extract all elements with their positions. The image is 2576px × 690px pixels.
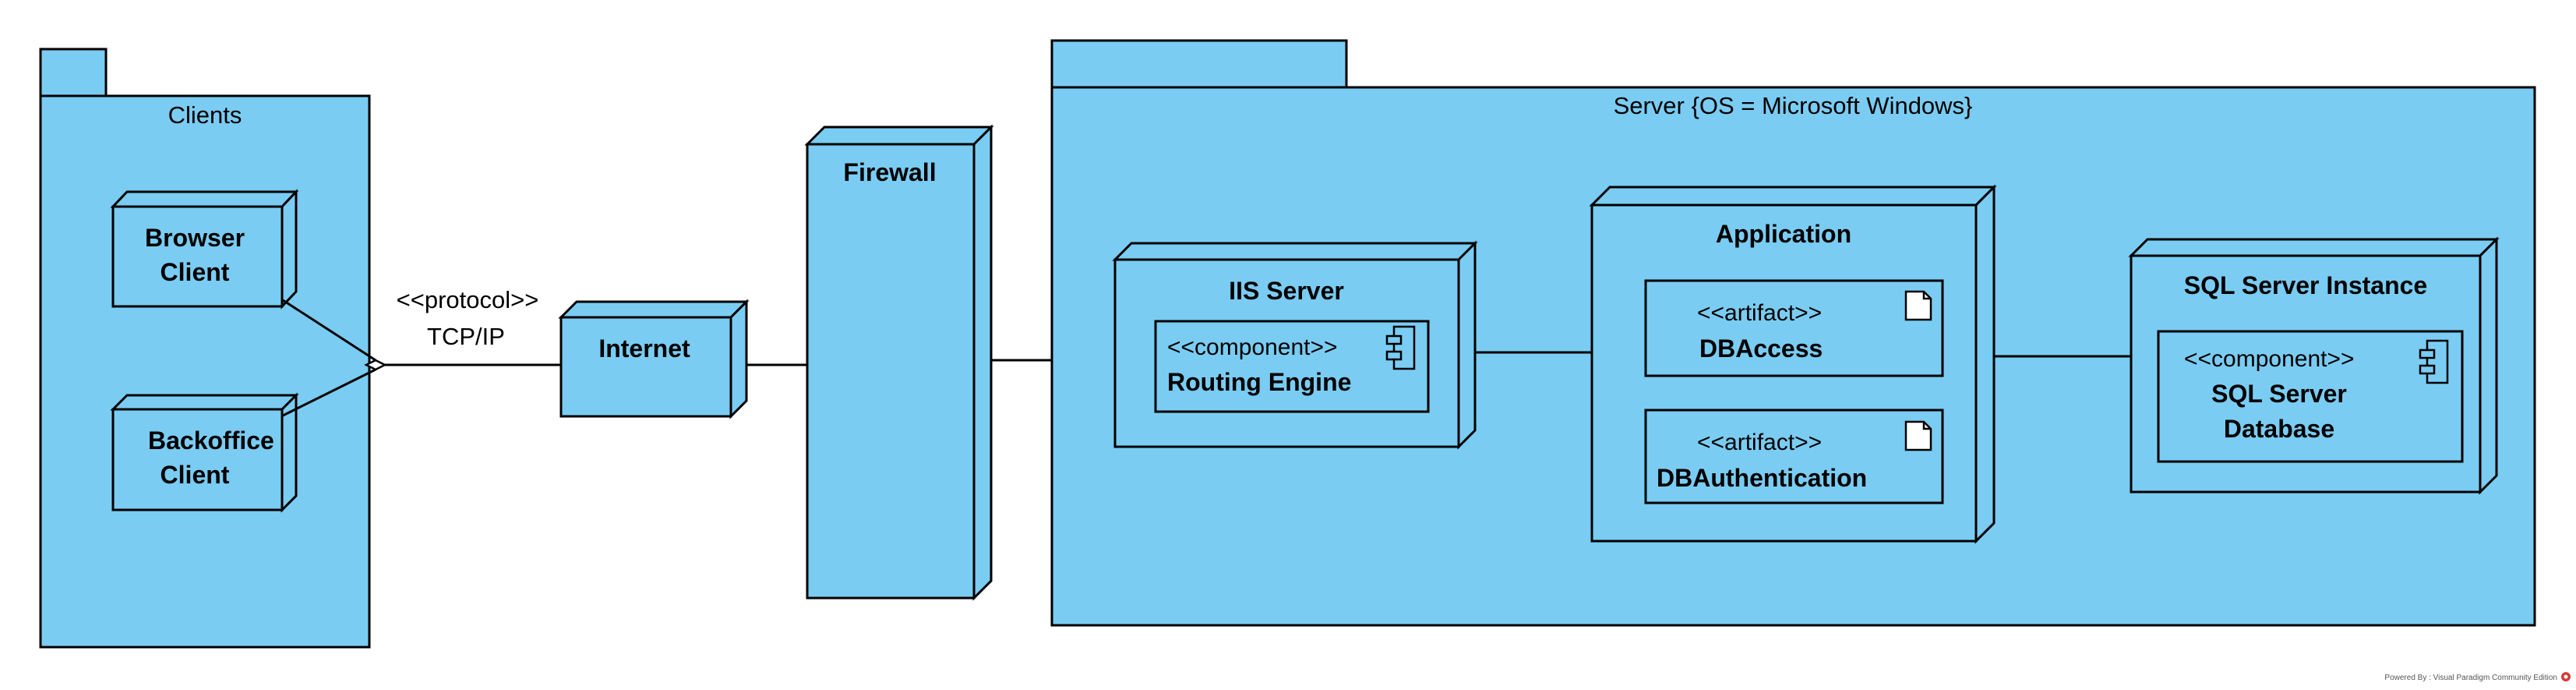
dbaccess-name: DBAccess xyxy=(1699,334,1823,363)
application-node[interactable]: Application <<artifact>> DBAccess <<arti… xyxy=(1589,184,1997,544)
clients-package: Clients xyxy=(39,48,371,649)
component-icon xyxy=(2419,339,2449,384)
browser-client-node[interactable]: Browser Client xyxy=(110,189,299,310)
footer-watermark: Powered By : Visual Paradigm Community E… xyxy=(2384,672,2571,682)
dbaccess-artifact[interactable]: <<artifact>> DBAccess xyxy=(1644,279,1944,377)
protocol-label: TCP/IP xyxy=(427,323,505,350)
component-icon xyxy=(1385,325,1416,370)
sql-server-instance-node[interactable]: SQL Server Instance <<component>> SQL Se… xyxy=(2128,236,2500,495)
routing-engine-component[interactable]: <<component>> Routing Engine xyxy=(1154,320,1430,413)
application-label: Application xyxy=(1716,220,1851,248)
sql-database-name-1: SQL Server xyxy=(2211,380,2347,408)
protocol-link[interactable]: <<protocol>> TCP/IP xyxy=(282,286,561,417)
iis-server-node[interactable]: IIS Server <<component>> Routing Engine xyxy=(1112,240,1478,450)
backoffice-client-label-2: Client xyxy=(161,461,230,489)
backoffice-client-node[interactable]: Backoffice Client xyxy=(110,392,299,513)
firewall-node[interactable]: Firewall xyxy=(804,124,994,601)
firewall-label: Firewall xyxy=(843,158,936,186)
document-icon xyxy=(1904,290,1932,321)
dbauthentication-stereotype: <<artifact>> xyxy=(1697,430,1822,455)
sql-database-stereotype: <<component>> xyxy=(2184,346,2355,372)
dbaccess-stereotype: <<artifact>> xyxy=(1697,300,1822,326)
browser-client-label-1: Browser xyxy=(145,224,245,252)
backoffice-client-label-1: Backoffice xyxy=(148,426,274,455)
browser-client-label-2: Client xyxy=(161,258,230,286)
routing-engine-stereotype: <<component>> xyxy=(1167,334,1338,360)
sql-database-name-2: Database xyxy=(2224,415,2334,443)
sql-server-instance-label: SQL Server Instance xyxy=(2184,271,2427,299)
server-package-label: Server {OS = Microsoft Windows} xyxy=(1614,92,1973,119)
routing-engine-name: Routing Engine xyxy=(1167,368,1351,396)
aggregation-diamond-icon xyxy=(364,359,387,371)
internet-label: Internet xyxy=(598,334,690,363)
protocol-stereotype: <<protocol>> xyxy=(397,286,539,313)
dbauthentication-artifact[interactable]: <<artifact>> DBAuthentication xyxy=(1644,409,1944,504)
iis-server-label: IIS Server xyxy=(1229,277,1344,305)
footer-text: Powered By : Visual Paradigm Community E… xyxy=(2384,674,2557,682)
document-icon xyxy=(1904,420,1932,451)
internet-node[interactable]: Internet xyxy=(558,299,750,419)
sql-server-database-component[interactable]: <<component>> SQL Server Database xyxy=(2157,330,2464,463)
dbauthentication-name: DBAuthentication xyxy=(1657,464,1867,492)
clients-package-label: Clients xyxy=(168,101,242,129)
